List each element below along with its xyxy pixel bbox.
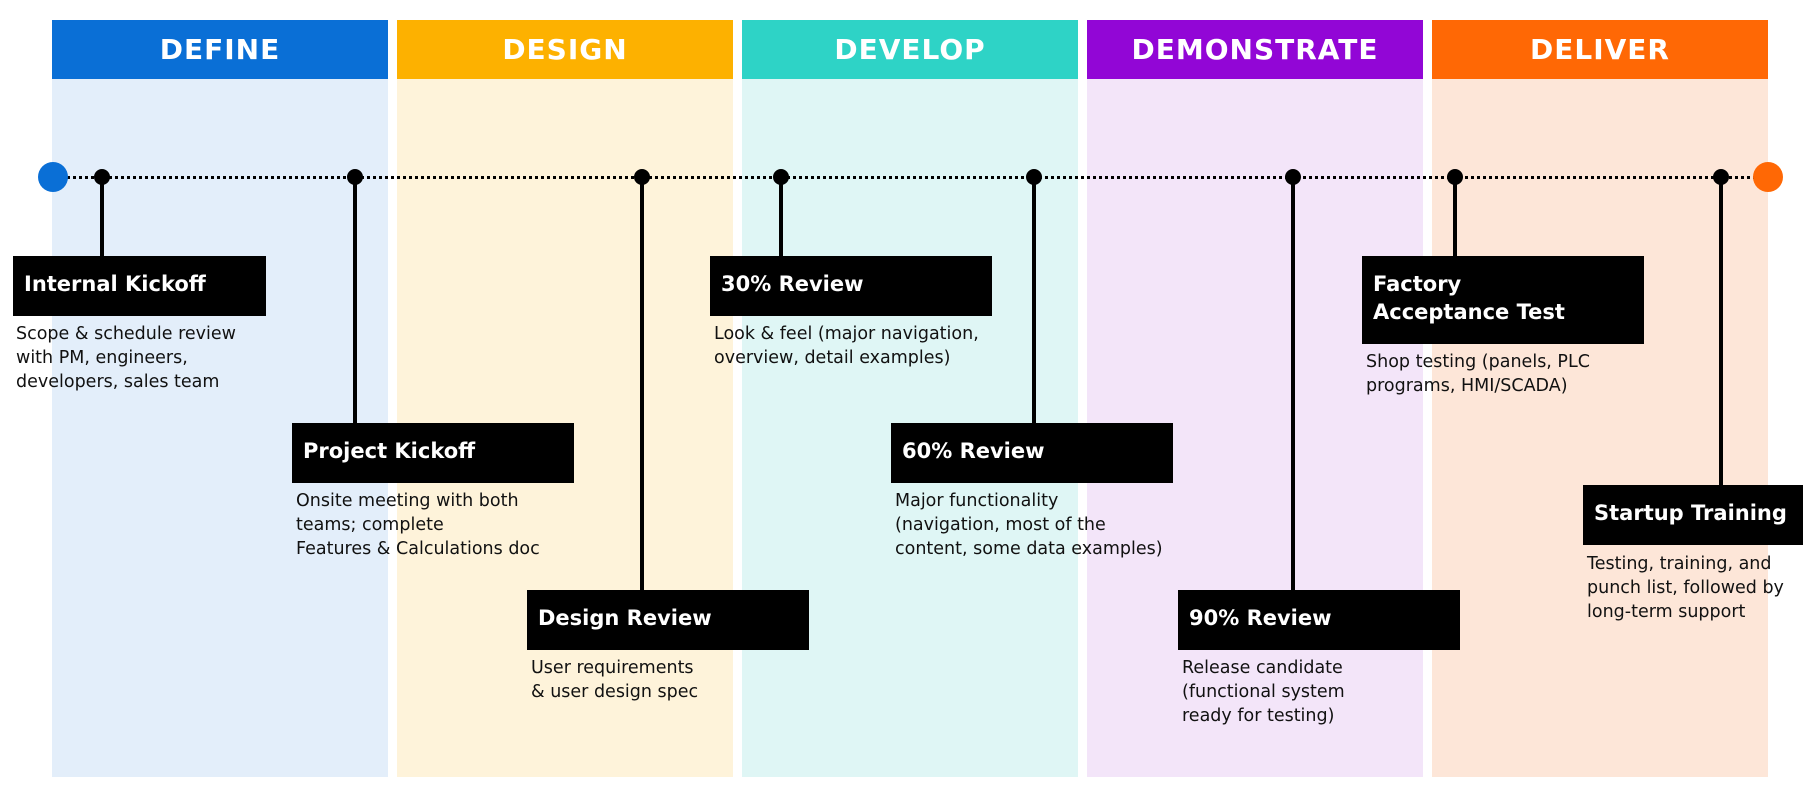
milestone-connector (779, 177, 783, 256)
milestone-factory-acceptance-test-title: Factory Acceptance Test (1362, 256, 1644, 344)
milestone-title-text: Internal Kickoff (24, 272, 206, 296)
phase-demonstrate-column (1087, 20, 1423, 777)
milestone-startup-training-desc: Testing, training, and punch list, follo… (1587, 552, 1784, 624)
milestone-connector (1032, 177, 1036, 423)
milestone-internal-kickoff-desc: Scope & schedule review with PM, enginee… (16, 322, 236, 394)
desc-line: Onsite meeting with both (296, 491, 519, 511)
desc-line: Release candidate (1182, 658, 1343, 678)
timeline-start-dot (38, 162, 68, 192)
milestone-connector (640, 177, 644, 590)
desc-line: (navigation, most of the (895, 515, 1106, 535)
desc-line: with PM, engineers, (16, 348, 188, 368)
desc-line: Scope & schedule review (16, 324, 236, 344)
milestone-connector (100, 177, 104, 256)
desc-line: Testing, training, and (1587, 554, 1772, 574)
milestone-60-percent-review-desc: Major functionality (navigation, most of… (895, 489, 1163, 561)
milestone-factory-acceptance-test-desc: Shop testing (panels, PLC programs, HMI/… (1366, 350, 1590, 398)
milestone-title-text: Design Review (538, 606, 712, 630)
desc-line: Shop testing (panels, PLC (1366, 352, 1590, 372)
milestone-60-percent-review-title: 60% Review (891, 423, 1173, 483)
milestone-design-review-title: Design Review (527, 590, 809, 650)
milestone-title-text: Factory (1373, 272, 1462, 296)
milestone-title-text: 60% Review (902, 439, 1045, 463)
desc-line: ready for testing) (1182, 706, 1335, 726)
milestone-internal-kickoff-title: Internal Kickoff (13, 256, 266, 316)
phase-deliver-column (1432, 20, 1768, 777)
milestone-connector (1719, 177, 1723, 485)
desc-line: & user design spec (531, 682, 699, 702)
milestone-title-text: 90% Review (1189, 606, 1332, 630)
milestone-connector (1453, 177, 1457, 256)
desc-line: Major functionality (895, 491, 1059, 511)
milestone-startup-training-title: Startup Training (1583, 485, 1803, 545)
milestone-90-percent-review-title: 90% Review (1178, 590, 1460, 650)
desc-line: Look & feel (major navigation, (714, 324, 979, 344)
milestone-title-text: Acceptance Test (1373, 300, 1565, 324)
desc-line: User requirements (531, 658, 694, 678)
desc-line: teams; complete (296, 515, 444, 535)
milestone-30-percent-review-title: 30% Review (710, 256, 992, 316)
phase-design-column (397, 20, 733, 777)
desc-line: overview, detail examples) (714, 348, 951, 368)
milestone-design-review-desc: User requirements & user design spec (531, 656, 698, 704)
desc-line: programs, HMI/SCADA) (1366, 376, 1568, 396)
phase-header-develop: DEVELOP (742, 20, 1078, 79)
milestone-title-text: Project Kickoff (303, 439, 476, 463)
milestone-30-percent-review-desc: Look & feel (major navigation, overview,… (714, 322, 979, 370)
timeline-dotted-line (50, 176, 1768, 179)
milestone-project-kickoff-desc: Onsite meeting with both teams; complete… (296, 489, 540, 561)
desc-line: (functional system (1182, 682, 1345, 702)
milestone-title-text: 30% Review (721, 272, 864, 296)
desc-line: long-term support (1587, 602, 1746, 622)
milestone-connector (1291, 177, 1295, 590)
desc-line: punch list, followed by (1587, 578, 1784, 598)
desc-line: developers, sales team (16, 372, 220, 392)
phase-develop-column (742, 20, 1078, 777)
milestone-90-percent-review-desc: Release candidate (functional system rea… (1182, 656, 1345, 728)
milestone-title-text: Startup Training (1594, 501, 1787, 525)
milestone-project-kickoff-title: Project Kickoff (292, 423, 574, 483)
phase-header-demonstrate: DEMONSTRATE (1087, 20, 1423, 79)
desc-line: Features & Calculations doc (296, 539, 540, 559)
phase-header-deliver: DELIVER (1432, 20, 1768, 79)
desc-line: content, some data examples) (895, 539, 1163, 559)
phase-define-column (52, 20, 388, 777)
milestone-connector (353, 177, 357, 423)
phase-header-design: DESIGN (397, 20, 733, 79)
phase-header-define: DEFINE (52, 20, 388, 79)
timeline-end-dot (1753, 162, 1783, 192)
